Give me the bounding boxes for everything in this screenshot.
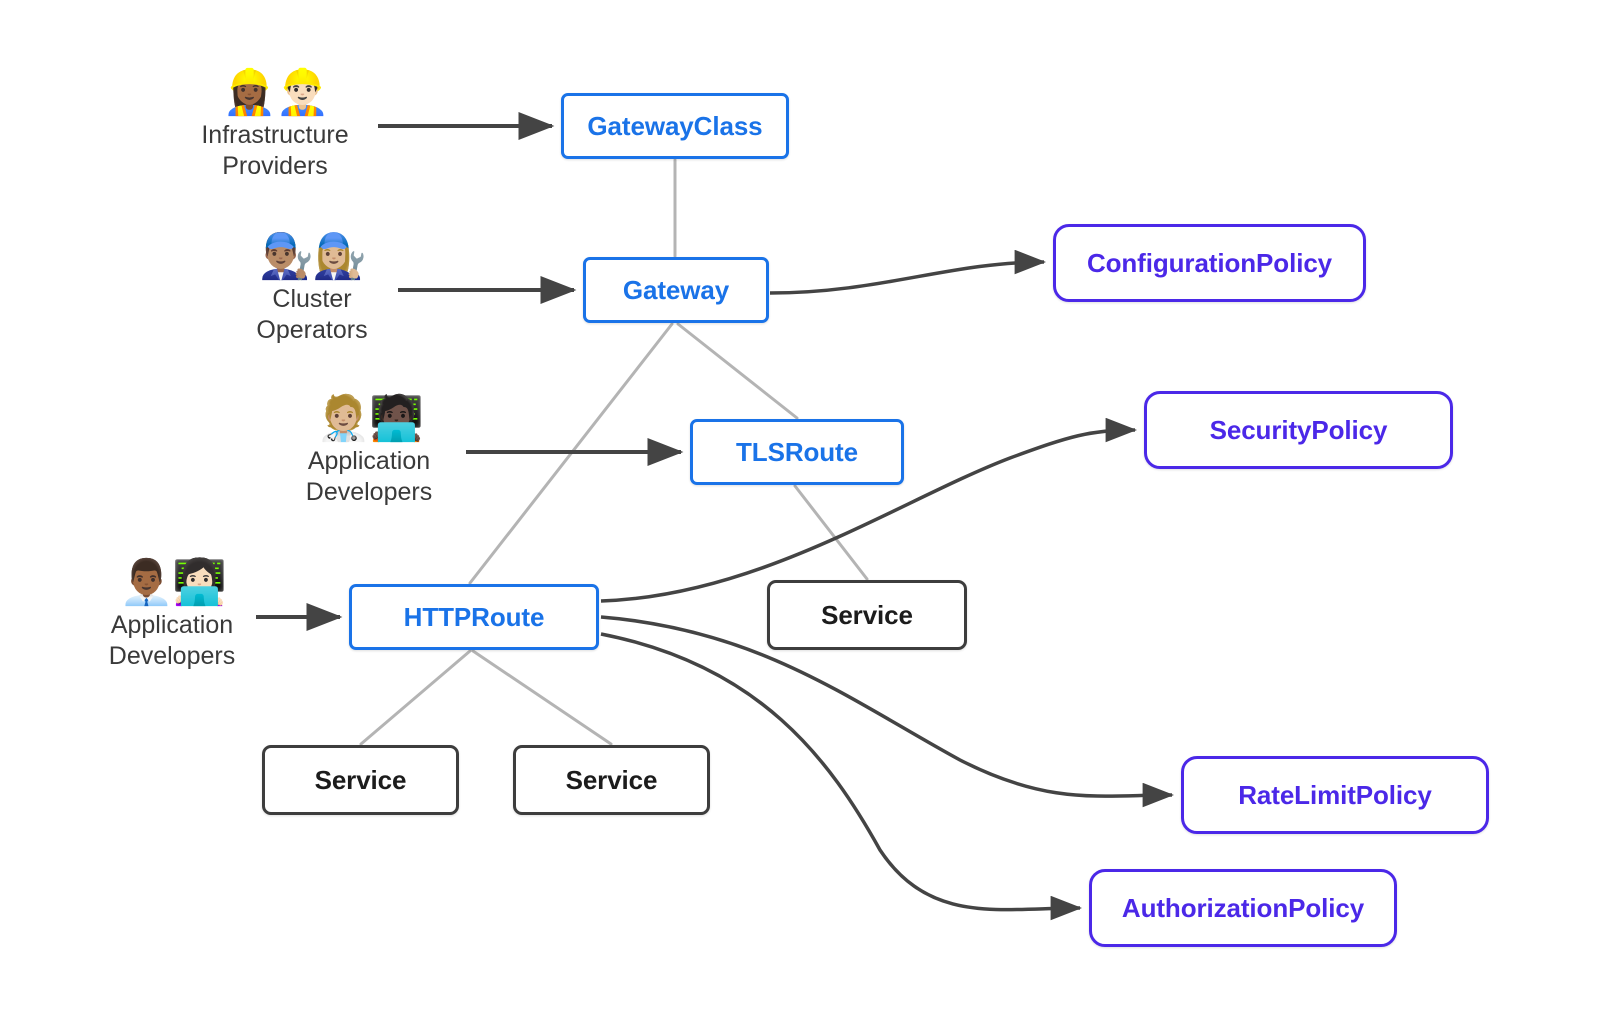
application-developers-http-emoji: 👨🏾‍💼👩🏻‍💻 [119, 558, 227, 607]
node-gateway-label: Gateway [622, 274, 730, 305]
node-service-http-left[interactable]: Service [262, 745, 459, 815]
persona-application-developers-tls: 🧑🏼‍⚕️🧑🏿‍💻 Application Developers [297, 394, 441, 509]
node-securitypolicy[interactable]: SecurityPolicy [1144, 391, 1453, 469]
persona-arrows [256, 112, 684, 631]
persona-infrastructure-providers: 👷🏾‍♀️👷🏻‍♂️ Infrastructure Providers [200, 68, 350, 183]
node-service-http-right-label: Service [565, 764, 658, 795]
application-developers-tls-label: Application Developers [305, 447, 433, 507]
node-service-tls-label: Service [821, 599, 913, 630]
edge-gateway-httproute [468, 322, 674, 585]
edge-gateway-to-configurationpolicy [769, 249, 1047, 295]
edge-tlsroute-service [793, 484, 869, 581]
node-authorizationpolicy-label: AuthorizationPolicy [1121, 892, 1365, 923]
application-developers-tls-emoji: 🧑🏼‍⚕️🧑🏿‍💻 [316, 394, 424, 443]
node-ratelimitpolicy-label: RateLimitPolicy [1238, 779, 1432, 810]
node-httproute-label: HTTPRoute [403, 601, 545, 632]
edge-gateway-tlsroute [676, 322, 799, 420]
node-tlsroute-label: TLSRoute [736, 436, 858, 467]
node-tlsroute[interactable]: TLSRoute [690, 419, 904, 485]
persona-application-developers-http: 👨🏾‍💼👩🏻‍💻 Application Developers [100, 558, 244, 673]
node-securitypolicy-label: SecurityPolicy [1209, 414, 1388, 445]
node-service-http-right[interactable]: Service [513, 745, 710, 815]
cluster-operators-label: Cluster Operators [256, 285, 368, 345]
node-configurationpolicy[interactable]: ConfigurationPolicy [1053, 224, 1366, 302]
node-ratelimitpolicy[interactable]: RateLimitPolicy [1181, 756, 1489, 834]
node-authorizationpolicy[interactable]: AuthorizationPolicy [1089, 869, 1397, 947]
cluster-operators-emoji: 👨🏽‍🔧👩🏼‍🔧 [259, 232, 367, 281]
node-service-http-left-label: Service [314, 764, 407, 795]
infrastructure-providers-emoji: 👷🏾‍♀️👷🏻‍♂️ [222, 68, 330, 117]
node-gateway[interactable]: Gateway [583, 257, 769, 323]
application-developers-http-label: Application Developers [108, 611, 236, 671]
node-configurationpolicy-label: ConfigurationPolicy [1086, 247, 1333, 278]
persona-cluster-operators: 👨🏽‍🔧👩🏼‍🔧 Cluster Operators [248, 232, 376, 347]
node-httproute[interactable]: HTTPRoute [349, 584, 599, 650]
edge-httproute-service-left [359, 649, 472, 746]
node-service-tls[interactable]: Service [767, 580, 967, 650]
node-gatewayclass-label: GatewayClass [587, 110, 763, 141]
node-gatewayclass[interactable]: GatewayClass [561, 93, 789, 159]
edge-httproute-service-right [471, 649, 613, 746]
infrastructure-providers-label: Infrastructure Providers [201, 121, 349, 181]
